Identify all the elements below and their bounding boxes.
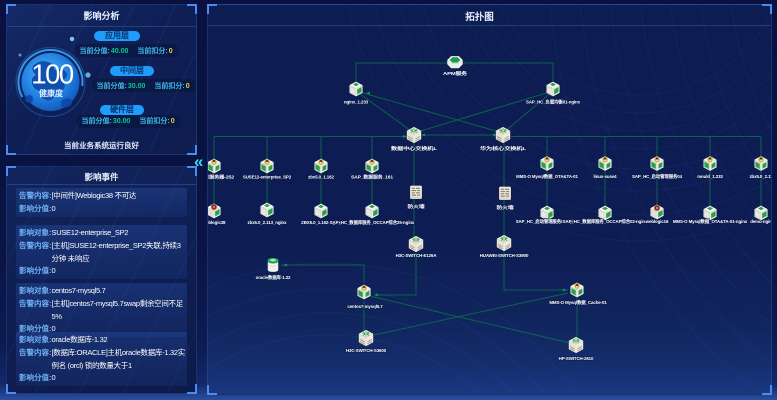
svg-text:weblogic16: weblogic16 xyxy=(645,219,669,224)
svg-text:nginx_1.233: nginx_1.233 xyxy=(344,100,369,105)
svg-text:SAP_HC_负载均衡01-nginx: SAP_HC_负载均衡01-nginx xyxy=(526,99,581,106)
svg-text:华为核心交换机L: 华为核心交换机L xyxy=(480,145,527,152)
svg-text:SAP_HC_数据库服务_OCCAP综合25-nginx: SAP_HC_数据库服务_OCCAP综合25-nginx xyxy=(330,219,415,226)
svg-text:MMS-O Mysql数据_OTA&TA-01: MMS-O Mysql数据_OTA&TA-01 xyxy=(516,173,578,180)
svg-text:oracle数据库-1.32: oracle数据库-1.32 xyxy=(256,274,291,281)
svg-text:健康度: 健康度 xyxy=(39,88,64,98)
svg-text:100: 100 xyxy=(31,59,74,90)
svg-text:SUSE12-enterprise_SP2: SUSE12-enterprise_SP2 xyxy=(243,175,292,180)
svg-text:SAP_HC_数据库服务_OCCAP综合02-nginx: SAP_HC_数据库服务_OCCAP综合02-nginx xyxy=(563,218,648,225)
svg-text:SAP_数据服务_161: SAP_数据服务_161 xyxy=(351,174,394,181)
svg-text:HP-SWITCH-2610: HP-SWITCH-2610 xyxy=(559,356,594,361)
svg-text:HUAWEI-SWITCH-S3900: HUAWEI-SWITCH-S3900 xyxy=(480,253,529,258)
svg-text:H3C-SWITCH-E126A: H3C-SWITCH-E126A xyxy=(396,253,438,258)
svg-text:linux-suse4: linux-suse4 xyxy=(593,174,617,179)
svg-text:数据库服务器-252: 数据库服务器-252 xyxy=(208,174,235,181)
svg-text:zbx5.0_2.11: zbx5.0_2.11 xyxy=(749,174,771,179)
svg-text:MMS-O Mysql数据_Cache-01: MMS-O Mysql数据_Cache-01 xyxy=(549,299,607,306)
svg-text:zbx5.0_2.113_nginx: zbx5.0_2.113_nginx xyxy=(248,220,288,225)
svg-text:weblogic38: weblogic38 xyxy=(208,220,226,225)
svg-text:防火墙: 防火墙 xyxy=(497,204,515,211)
svg-text:数据中心交换机L: 数据中心交换机L xyxy=(391,145,438,152)
svg-text:demo-ngin: demo-ngin xyxy=(750,219,771,224)
svg-text:mould_1.233: mould_1.233 xyxy=(697,174,723,179)
svg-text:zbx5.0_1.162: zbx5.0_1.162 xyxy=(308,175,334,180)
svg-text:MMS-O Mysql数据_OTA&TA-01-nginx: MMS-O Mysql数据_OTA&TA-01-nginx xyxy=(673,218,748,225)
svg-text:centos7-mysql5.7: centos7-mysql5.7 xyxy=(347,304,383,309)
svg-text:防火墙: 防火墙 xyxy=(408,203,426,210)
svg-text:H3C-SWITCH-S3600: H3C-SWITCH-S3600 xyxy=(346,348,387,353)
svg-text:APM服务: APM服务 xyxy=(443,70,468,77)
svg-text:ZBX5.0_1.162-nginx: ZBX5.0_1.162-nginx xyxy=(301,220,341,225)
svg-text:SAP_HC_启动管理服务04: SAP_HC_启动管理服务04 xyxy=(632,173,683,180)
svg-text:SAP_HC_启动管理服务06-nginx: SAP_HC_启动管理服务06-nginx xyxy=(516,218,579,225)
